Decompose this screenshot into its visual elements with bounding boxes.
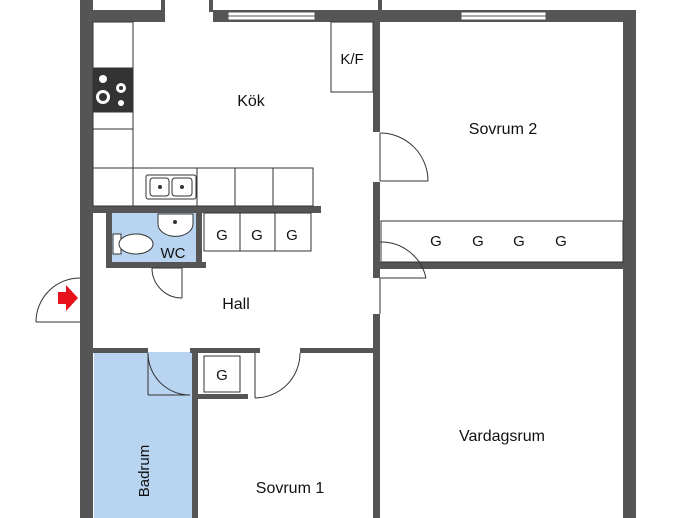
kitchen-sink-icon	[145, 174, 197, 200]
room-label-sovrum2: Sovrum 2	[469, 121, 538, 138]
closet-label: G	[472, 233, 484, 250]
room-label-sovrum1: Sovrum 1	[256, 480, 325, 497]
door-swings	[35, 132, 429, 399]
closet-label: G	[251, 227, 263, 244]
kf-box	[330, 21, 374, 93]
closet-label: G	[216, 367, 228, 384]
washbasin-icon	[157, 213, 194, 237]
entrance-arrow-icon	[58, 285, 78, 311]
toilet-icon	[112, 233, 154, 255]
room-label-vardagsrum: Vardagsrum	[459, 428, 545, 445]
kitchen-cabinets	[92, 21, 314, 207]
closet-label: G	[216, 227, 228, 244]
closet-label: G	[430, 233, 442, 250]
sovrum1-closet	[203, 355, 241, 393]
stove-icon	[93, 68, 133, 112]
hall-closets	[203, 212, 312, 252]
room-label-wc: WC	[161, 245, 186, 262]
room-label-kok: Kök	[237, 93, 266, 110]
room-label-kf: K/F	[340, 51, 363, 68]
closet-label: G	[555, 233, 567, 250]
interior-walls	[93, 22, 623, 518]
room-label-hall: Hall	[222, 296, 250, 313]
badrum-fill	[94, 352, 195, 518]
room-label-badrum: Badrum	[136, 445, 153, 498]
closet-label: G	[513, 233, 525, 250]
closet-label: G	[286, 227, 298, 244]
sovrum2-closets	[380, 220, 624, 263]
